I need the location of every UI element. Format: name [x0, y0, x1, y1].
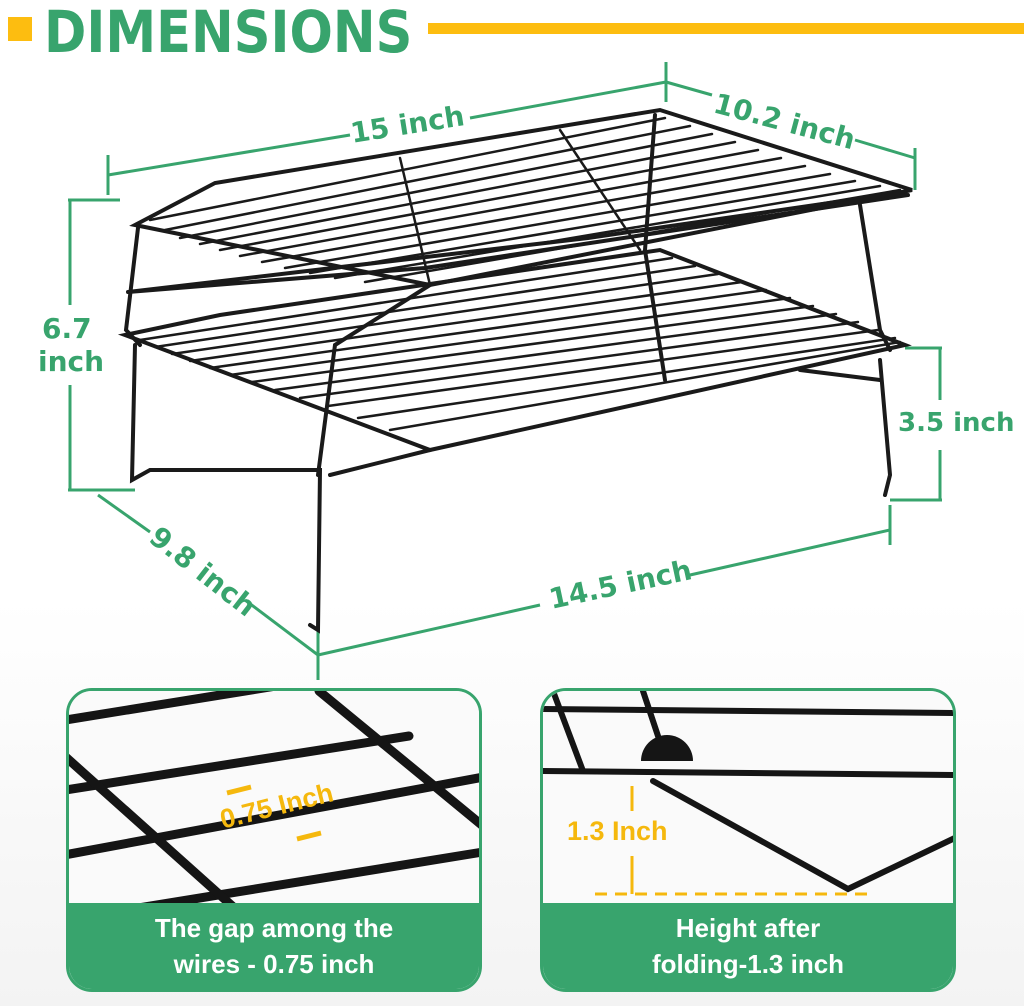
- total-height-unit: inch: [38, 345, 105, 378]
- header-rule: [428, 23, 1024, 34]
- cooling-rack-illustration: [68, 62, 942, 680]
- wire-gap-caption-line2: wires - 0.75 inch: [173, 949, 375, 979]
- folded-leg-illustration: [543, 691, 953, 896]
- wire-gap-photo: 0.75 Inch: [69, 691, 479, 926]
- wire-gap-caption-line1: The gap among the: [154, 913, 394, 943]
- page-title: DIMENSIONS: [44, 0, 413, 66]
- bottom-height-label: 3.5 inch: [898, 408, 1015, 438]
- wire-gap-card: 0.75 Inch The gap among the wires - 0.75…: [66, 688, 482, 992]
- rack-wires: [117, 107, 913, 634]
- dimension-lines: [68, 62, 942, 680]
- folded-height-photo: 1.3 Inch: [543, 691, 953, 909]
- wire-closeup-illustration: [69, 691, 479, 926]
- folded-height-measure-label: 1.3 Inch: [567, 816, 668, 846]
- total-height-value: 6.7: [42, 312, 92, 345]
- folded-height-caption: Height after folding-1.3 inch: [543, 903, 953, 989]
- header: DIMENSIONS: [0, 0, 1024, 66]
- header-square-bullet: [8, 17, 32, 41]
- folded-height-caption-line2: folding-1.3 inch: [651, 949, 845, 979]
- wire-gap-caption: The gap among the wires - 0.75 inch: [69, 903, 479, 989]
- folded-height-card: 1.3 Inch Height after folding-1.3 inch: [540, 688, 956, 992]
- folded-height-caption-line1: Height after: [675, 913, 821, 943]
